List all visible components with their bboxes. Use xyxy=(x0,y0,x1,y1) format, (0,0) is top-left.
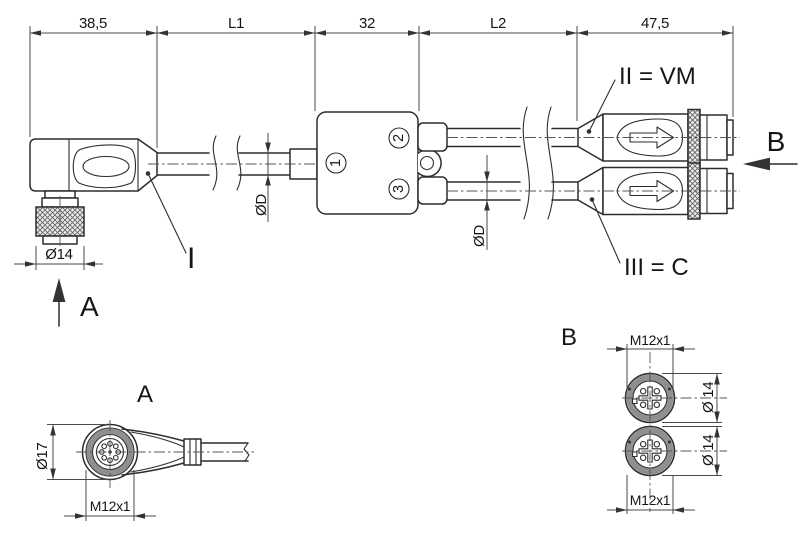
dim-label-view-b-od-top: Ø 14 xyxy=(700,382,717,413)
cables-right xyxy=(417,106,579,220)
cable-diameter-dimension-left: ØD xyxy=(253,133,271,222)
cable-gland-top xyxy=(417,122,448,152)
view-direction-arrow-a: A xyxy=(52,278,99,327)
junction-port-1-label: 1 xyxy=(328,159,344,167)
view-arrow-b-label: B xyxy=(767,126,786,157)
view-b-thread-dimension-bottom: M12x1 xyxy=(607,475,695,514)
view-b: B M12x1 Ø 14 Ø 14 xyxy=(561,324,722,514)
cable-break-line xyxy=(236,135,242,191)
dim-label-32: 32 xyxy=(359,15,375,32)
cable-break-line xyxy=(546,106,554,220)
dim-label-view-b-od-bottom: Ø 14 xyxy=(700,435,717,466)
dim-label-38-5: 38,5 xyxy=(79,15,107,32)
view-direction-arrow-b: B xyxy=(743,126,798,171)
dim-label-cable-dia-left: ØD xyxy=(253,194,270,216)
dim-label-view-a-thread: M12x1 xyxy=(90,498,131,514)
junction-box: 1 2 3 xyxy=(316,111,442,215)
dim-label-view-b-thread-bottom: M12x1 xyxy=(630,492,671,508)
top-dimension-chain: 38,5 L1 32 L2 47,5 xyxy=(29,15,734,148)
junction-port-2-label: 2 xyxy=(391,134,407,142)
cable-gland-bottom xyxy=(417,176,448,205)
mounting-hole xyxy=(419,155,435,171)
cable-break-line xyxy=(212,135,218,191)
grip-teardrop xyxy=(72,144,137,189)
branch-III-label: III = C xyxy=(624,254,689,281)
leader-connector-I: I xyxy=(145,171,195,275)
view-b-od-dimension-top: Ø 14 xyxy=(662,373,722,423)
dim-label-nut-dia: Ø14 xyxy=(45,246,72,263)
view-a-title: A xyxy=(137,381,153,408)
leader-branch-III: III = C xyxy=(589,197,689,281)
cable-diameter-dimension-right: ØD xyxy=(471,155,490,250)
centerlines xyxy=(59,137,740,512)
view-b-od-dimension-bottom: Ø 14 xyxy=(662,426,722,476)
view-a-thread-dimension: M12x1 xyxy=(64,470,156,521)
connector-I-label: I xyxy=(187,242,195,275)
nut-diameter-dimension: Ø14 xyxy=(14,246,103,270)
junction-port-3-label: 3 xyxy=(391,185,407,193)
dim-label-cable-dia-right: ØD xyxy=(471,225,488,247)
view-b-title: B xyxy=(561,324,577,351)
dim-label-view-b-thread-top: M12x1 xyxy=(630,332,671,348)
view-a-od-dimension: Ø17 xyxy=(34,424,108,480)
cable-break-line xyxy=(522,106,530,220)
leader-branch-II: II = VM xyxy=(586,63,696,134)
view-arrow-a-label: A xyxy=(80,291,99,322)
dim-label-l2: L2 xyxy=(490,15,506,32)
dim-label-47-5: 47,5 xyxy=(641,15,669,32)
branch-II-label: II = VM xyxy=(619,63,696,90)
dim-label-l1: L1 xyxy=(228,15,244,32)
dim-label-view-a-od: Ø17 xyxy=(34,443,51,470)
view-b-thread-dimension-top: M12x1 xyxy=(607,332,695,390)
